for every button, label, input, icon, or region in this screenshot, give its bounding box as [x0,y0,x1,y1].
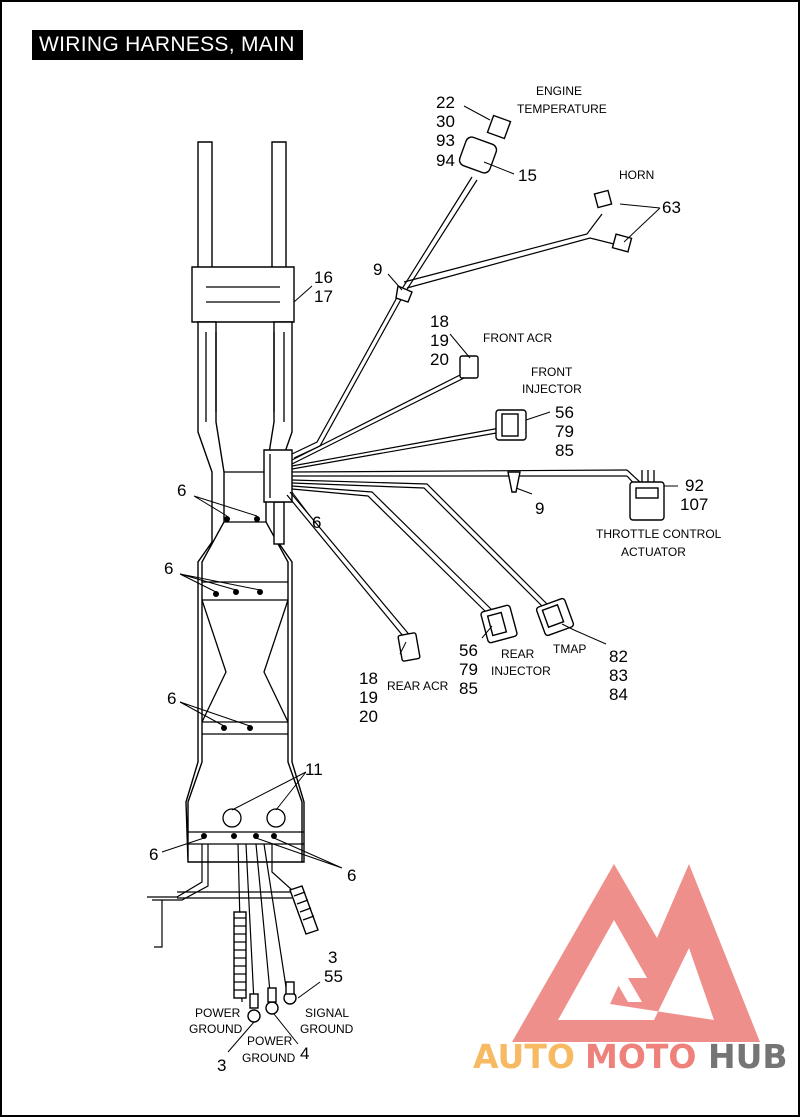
power-ground-left-part: 3 [217,1056,226,1075]
rear-injector-part-3: 85 [459,679,478,698]
front-acr-connector [459,355,479,379]
frame-part-1: 16 [314,268,333,287]
logo-inner [580,954,642,1018]
front-injector-part-1: 56 [555,403,574,422]
front-acr-label: FRONT ACR [483,331,552,345]
horn-connectors [593,189,633,253]
ring-terminals [247,981,297,1023]
front-injector-part-3: 85 [555,441,574,460]
engine-temp-label-2: TEMPERATURE [517,102,607,116]
watermark-logo: AUTO MOTO HUB [473,864,788,1076]
labels: ENGINE TEMPERATURE 22 30 93 94 15 HORN 6… [149,84,722,1075]
logo-shape [512,864,760,1042]
signal-ground-label-1: SIGNAL [305,1006,349,1020]
engine-temperature-connector [458,114,512,174]
front-injector-label-1: FRONT [531,365,573,379]
frame [185,141,305,863]
front-injector-part-2: 79 [555,422,574,441]
engine-temp-part-2: 30 [436,112,455,131]
tie-strap-6: 6 [347,866,356,885]
horn-label: HORN [619,168,654,182]
signal-ground-label-2: GROUND [300,1022,354,1036]
engine-temp-part-3: 93 [436,131,455,150]
tmap-connector [535,597,575,637]
rear-acr-label: REAR ACR [387,679,449,693]
front-acr-part-3: 20 [430,350,449,369]
rear-injector-part-2: 79 [459,660,478,679]
clip-upper-part: 9 [373,260,382,279]
tmap-part-2: 83 [609,666,628,685]
tie-strap-5: 6 [149,845,158,864]
front-acr-part-2: 19 [430,331,449,350]
clip-lower-part: 9 [535,499,544,518]
clip-upper-shape [395,285,413,303]
throttle-label-1: THROTTLE CONTROL [596,527,722,541]
front-injector-label-2: INJECTOR [522,382,582,396]
power-ground-left-1: POWER [195,1006,241,1020]
watermark-hub: HUB [708,1037,788,1076]
tie-strap-2: 6 [312,513,321,532]
front-injector-connector [495,409,527,441]
rear-acr-part-1: 18 [359,669,378,688]
rear-injector-part-1: 56 [459,641,478,660]
tie-strap-1: 6 [177,481,186,500]
engine-temp-label-1: ENGINE [536,84,582,98]
clip-lower-shape [507,471,521,493]
signal-ground-part-2: 55 [324,967,343,986]
grommet-part: 11 [305,760,323,779]
conduit-coils [233,885,319,999]
page-title: WIRING HARNESS, MAIN [32,30,303,60]
engine-temp-boot-part: 15 [518,166,537,185]
rear-injector-label-1: REAR [501,647,535,661]
power-ground-right-1: POWER [247,1034,293,1048]
tmap-label: TMAP [553,642,586,656]
engine-temp-part-4: 94 [436,151,455,170]
watermark-moto: MOTO [585,1037,696,1076]
power-ground-left-2: GROUND [189,1022,243,1036]
throttle-part-1: 92 [685,476,704,495]
connectors [233,114,665,1023]
throttle-connector [629,470,665,521]
throttle-part-2: 107 [680,495,708,514]
rear-acr-part-3: 20 [359,707,378,726]
watermark-auto: AUTO [473,1037,575,1076]
throttle-label-2: ACTUATOR [621,545,686,559]
rear-injector-connector [480,604,518,644]
power-ground-right-2: GROUND [242,1051,296,1065]
harness-wires [147,176,643,1003]
rear-acr-connector [397,632,421,662]
tmap-part-3: 84 [609,685,628,704]
signal-ground-part-1: 3 [328,948,337,967]
tie-strap-4: 6 [167,689,176,708]
tie-strap-3: 6 [164,559,173,578]
tmap-part-1: 82 [609,647,628,666]
engine-temp-part-1: 22 [436,93,455,112]
horn-part: 63 [662,198,681,217]
rear-acr-part-2: 19 [359,688,378,707]
rear-injector-label-2: INJECTOR [491,664,551,678]
leader-lines [161,105,678,1053]
frame-part-2: 17 [314,287,333,306]
power-ground-right-part: 4 [300,1044,309,1063]
front-acr-part-1: 18 [430,312,449,331]
